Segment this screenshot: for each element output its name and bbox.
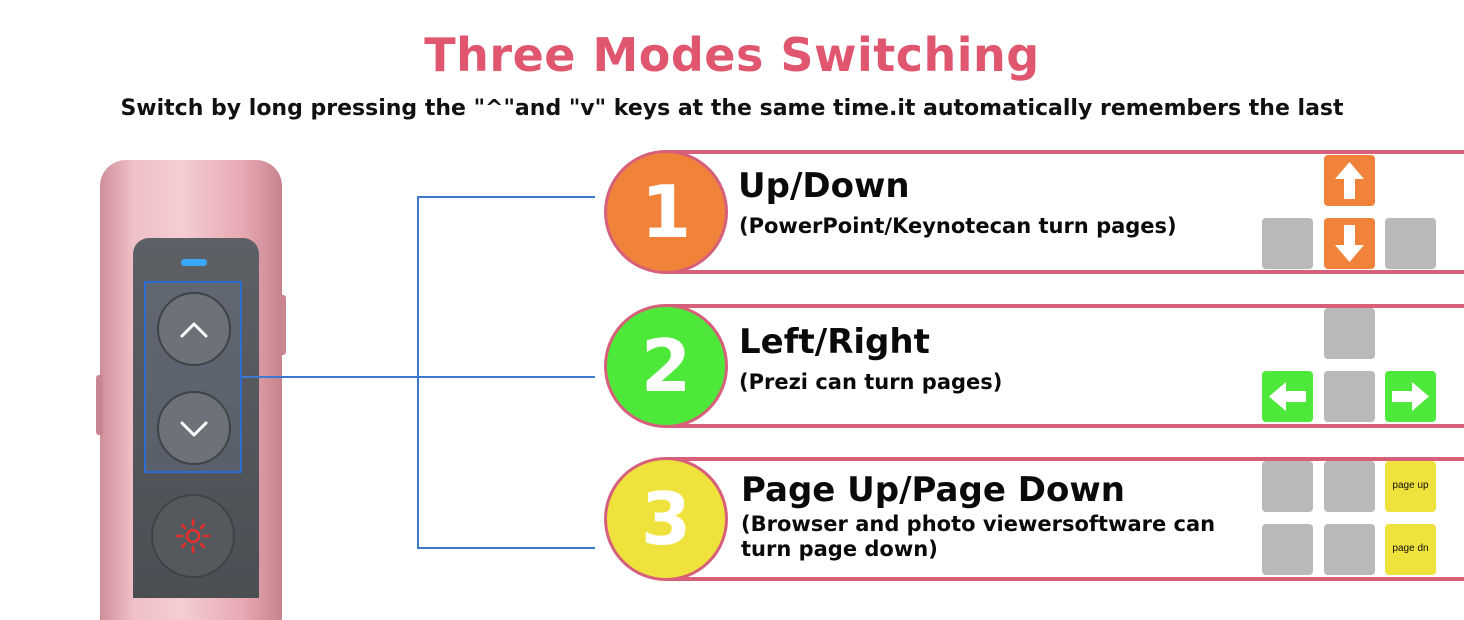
mode-3-key-page-down: page dn bbox=[1385, 524, 1436, 575]
arrow-left-icon bbox=[1269, 382, 1306, 411]
mode-1-key-down bbox=[1324, 218, 1375, 269]
mode-3-key-3 bbox=[1262, 524, 1313, 575]
mode-2-key-left bbox=[1262, 371, 1313, 422]
mode-3-key-page-up: page up bbox=[1385, 461, 1436, 512]
mode-2-title: Left/Right bbox=[739, 322, 930, 362]
arrow-down-icon bbox=[1335, 225, 1364, 262]
arrow-right-icon bbox=[1392, 382, 1429, 411]
status-led bbox=[181, 259, 207, 266]
page-up-label: page up bbox=[1392, 480, 1429, 491]
mode-2-number-badge: 2 bbox=[604, 304, 728, 428]
mode-2-key-up bbox=[1324, 308, 1375, 359]
chevron-up-icon bbox=[180, 322, 208, 338]
mode-1-key-right bbox=[1385, 218, 1436, 269]
page-subtitle: Switch by long pressing the "^"and "v" k… bbox=[120, 96, 1344, 121]
mode-3-key-4 bbox=[1324, 524, 1375, 575]
mode-2-key-down bbox=[1324, 371, 1375, 422]
mode-1-key-up bbox=[1324, 155, 1375, 206]
page-down-label: page dn bbox=[1392, 543, 1429, 554]
mode-1-description: (PowerPoint/Keynotecan turn pages) bbox=[739, 214, 1177, 238]
connector-vertical bbox=[417, 196, 419, 548]
remote-up-button bbox=[157, 292, 231, 366]
mode-3-title: Page Up/Page Down bbox=[741, 470, 1125, 510]
laser-icon bbox=[175, 518, 211, 554]
remote-down-button bbox=[157, 391, 231, 465]
mode-1-key-left bbox=[1262, 218, 1313, 269]
mode-3-key-1 bbox=[1262, 461, 1313, 512]
mode-1-number-badge: 1 bbox=[604, 150, 728, 274]
remote-laser-button bbox=[151, 494, 235, 578]
mode-3-description: (Browser and photo viewersoftware can tu… bbox=[741, 512, 1216, 561]
connector-mode-1 bbox=[417, 196, 595, 198]
mode-2-key-right bbox=[1385, 371, 1436, 422]
arrow-up-icon bbox=[1335, 162, 1364, 199]
page-title: Three Modes Switching bbox=[424, 28, 1040, 82]
mode-1-title: Up/Down bbox=[738, 166, 910, 206]
connector-from-device bbox=[242, 376, 418, 378]
mode-2-description: (Prezi can turn pages) bbox=[739, 370, 1003, 394]
mode-3-key-2 bbox=[1324, 461, 1375, 512]
connector-mode-2 bbox=[417, 376, 595, 378]
side-button-right bbox=[279, 295, 286, 355]
chevron-down-icon bbox=[180, 421, 208, 437]
mode-3-number-badge: 3 bbox=[604, 457, 728, 581]
connector-mode-3 bbox=[417, 547, 595, 549]
side-button-left bbox=[96, 375, 103, 435]
